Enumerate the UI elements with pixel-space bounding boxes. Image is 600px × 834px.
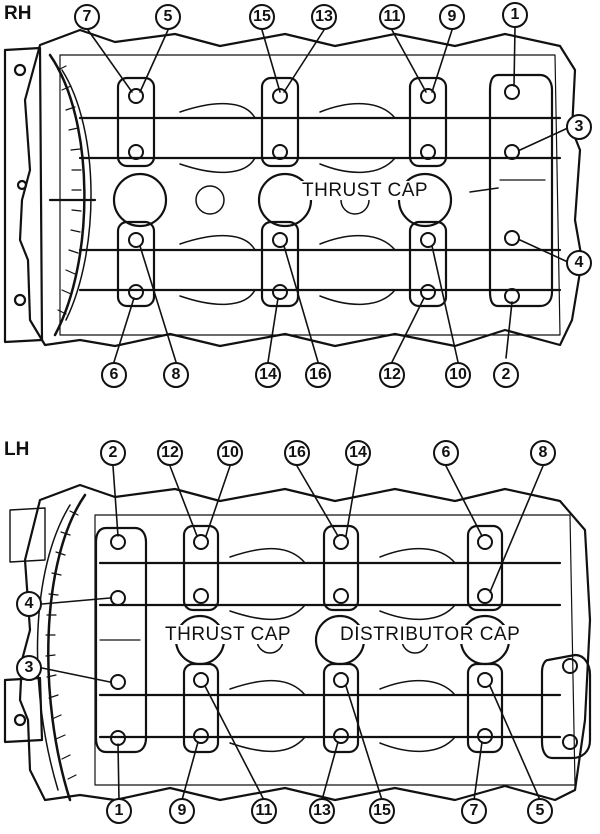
rh-bolt-sequence-number: 15: [249, 4, 275, 30]
lh-bolt-sequence-number: 4: [16, 591, 42, 617]
lh-bolt-sequence-number: 8: [530, 440, 556, 466]
rh-bolt-sequence-number: 10: [445, 362, 471, 388]
lh-bolt-sequence-number: 2: [100, 440, 126, 466]
lh-bolt-sequence-number: 13: [309, 798, 335, 824]
rh-bolt-sequence-number: 14: [255, 362, 281, 388]
lh-bolt-sequence-number: 3: [16, 655, 42, 681]
lh-distributor-cap-label: DISTRIBUTOR CAP: [338, 624, 523, 645]
lh-bolt-sequence-number: 12: [157, 440, 183, 466]
lh-bolt-sequence-number: 14: [345, 440, 371, 466]
rh-bolt-sequence-number: 3: [566, 114, 592, 140]
rh-bolt-sequence-number: 11: [379, 4, 405, 30]
rh-bolt-sequence-number: 2: [493, 362, 519, 388]
rh-thrust-cap-label: THRUST CAP: [300, 180, 431, 201]
rh-bolt-sequence-number: 7: [74, 4, 100, 30]
rh-bolt-sequence-number: 4: [566, 250, 592, 276]
rh-bolt-sequence-number: 6: [101, 362, 127, 388]
lh-bolt-sequence-number: 1: [106, 798, 132, 824]
rh-bolt-sequence-number: 1: [502, 2, 528, 28]
lh-bolt-sequence-number: 5: [527, 798, 553, 824]
rh-bolt-sequence-number: 13: [311, 4, 337, 30]
lh-bolt-sequence-number: 9: [169, 798, 195, 824]
lh-bolt-sequence-number: 10: [217, 440, 243, 466]
rh-section-label: RH: [4, 3, 32, 24]
rh-bolt-sequence-number: 12: [379, 362, 405, 388]
rh-bolt-sequence-number: 5: [155, 4, 181, 30]
lh-bolt-sequence-number: 11: [251, 798, 277, 824]
rh-cylinder-head: [3, 27, 584, 363]
lh-bolt-sequence-number: 16: [284, 440, 310, 466]
rh-bolt-sequence-number: 16: [305, 362, 331, 388]
lh-bolt-sequence-number: 6: [433, 440, 459, 466]
lh-bolt-sequence-number: 15: [369, 798, 395, 824]
lh-thrust-cap-label: THRUST CAP: [163, 624, 294, 645]
rh-bolt-sequence-number: 9: [439, 4, 465, 30]
lh-bolt-sequence-number: 7: [461, 798, 487, 824]
rh-bolt-sequence-number: 8: [163, 362, 189, 388]
lh-section-label: LH: [4, 439, 30, 460]
